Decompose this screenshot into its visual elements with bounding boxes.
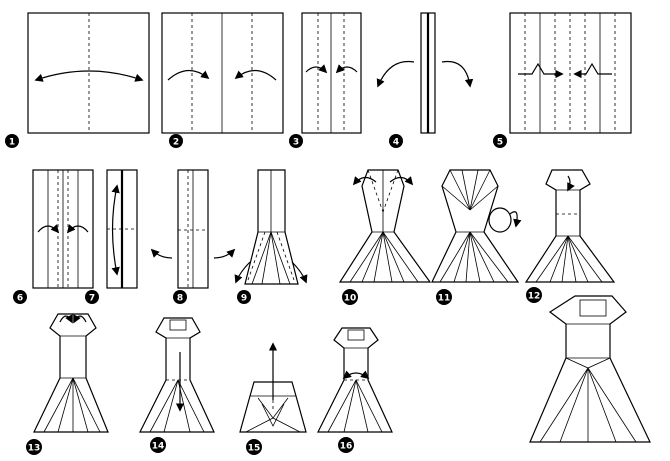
step-2-figure [161,12,284,134]
svg-text:6: 6 [17,294,23,304]
svg-text:2: 2 [173,138,179,148]
step-badge-10: 10 [342,289,358,305]
step-12-figure [524,169,616,283]
step-badge-3: 3 [289,134,303,148]
step-6-figure [32,169,94,289]
step-4-figure [376,12,474,134]
step-9-figure [234,169,308,285]
step-13-figure [33,313,109,433]
step-badge-7: 7 [85,290,99,304]
step-15-figure [239,342,307,433]
svg-text:5: 5 [497,138,503,148]
step-14-figure [139,317,215,433]
step-badge-15: 15 [246,439,262,455]
step-11-figure [431,169,522,283]
svg-text:8: 8 [177,294,183,304]
step-badge-13: 13 [26,439,42,455]
step-badge-1: 1 [5,134,19,148]
step-1-figure [27,12,150,134]
step-3-figure [301,12,362,134]
step-badge-2: 2 [169,134,183,148]
svg-text:16: 16 [340,442,353,452]
step-badge-8: 8 [173,290,187,304]
step-badge-11: 11 [436,289,452,305]
svg-text:9: 9 [241,294,247,304]
step-badge-9: 9 [237,290,251,304]
step-10-figure [338,169,432,283]
finished-dress-figure [529,295,651,443]
svg-text:15: 15 [248,444,261,454]
step-badge-5: 5 [493,134,507,148]
svg-text:1: 1 [9,138,15,148]
svg-text:10: 10 [344,294,357,304]
svg-text:4: 4 [393,138,399,148]
svg-text:14: 14 [152,442,165,452]
step-5-figure [509,12,632,134]
step-badge-14: 14 [150,437,166,453]
svg-text:13: 13 [28,444,41,454]
step-badge-6: 6 [13,290,27,304]
step-badge-4: 4 [389,134,403,148]
svg-text:3: 3 [293,138,299,148]
step-8-figure [150,169,236,289]
step-badge-16: 16 [338,437,354,453]
svg-text:7: 7 [89,294,95,304]
step-7-figure [106,169,138,289]
svg-text:11: 11 [438,294,451,304]
step-badge-12: 12 [526,287,542,303]
step-16-figure [317,327,393,433]
svg-text:12: 12 [528,292,541,302]
